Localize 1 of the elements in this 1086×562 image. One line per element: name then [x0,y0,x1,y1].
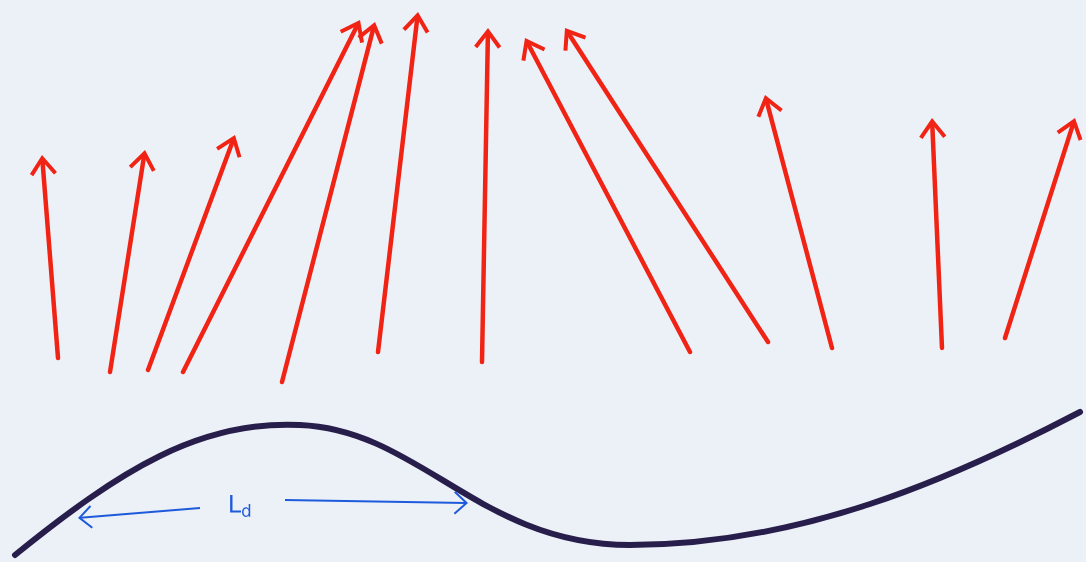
dimension-label: L$_{d}$ [230,495,251,517]
